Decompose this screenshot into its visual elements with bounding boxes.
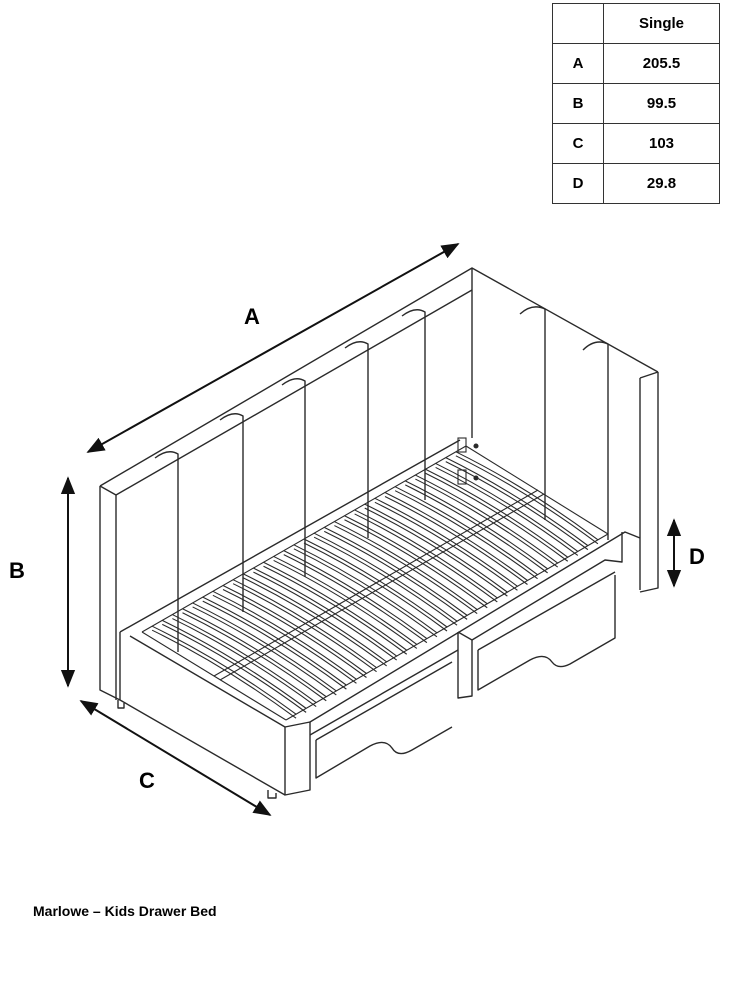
slat [232,579,377,669]
slat [425,472,569,562]
slat [354,513,498,603]
row-value: 29.8 [603,163,720,204]
slat [162,619,307,709]
slat [324,530,468,620]
slat [394,490,538,580]
slat [243,573,387,663]
slat [364,507,508,597]
slat [435,462,579,552]
slat [455,451,599,541]
slat [445,457,589,547]
slat [374,497,518,587]
table-header-empty [552,3,604,44]
dimension-label-c: C [139,768,155,793]
slat [405,484,548,574]
slat [151,625,297,715]
slat [435,466,579,556]
slat [313,532,458,622]
slat [243,577,387,667]
slat [303,542,448,632]
slat [405,480,548,570]
slat [313,536,458,626]
slat [455,455,599,545]
slat [263,561,408,651]
row-value: 103 [603,123,720,164]
slat [273,555,418,645]
slat [283,554,428,644]
slat [202,600,347,690]
slat [192,606,337,696]
slat [273,559,418,649]
slat [222,589,367,678]
slat [293,548,438,638]
slat [344,515,488,605]
slat-base [141,445,609,721]
slat [172,618,317,708]
slat [253,571,398,661]
table-row: B 99.5 [552,83,720,124]
slat [415,474,559,564]
slat [384,492,528,581]
slat [253,567,398,657]
slat [212,594,357,684]
bed-frame [99,267,659,799]
slat [192,602,337,692]
slat [293,544,438,634]
slat [151,629,297,719]
slat [232,583,377,673]
slat [324,526,468,616]
slat [354,509,498,599]
slat [344,519,488,609]
slat [222,585,367,674]
slat [212,590,357,680]
slat [263,565,408,655]
dimension-label-d: D [689,544,705,569]
slat [182,612,327,702]
dimension-label-b: B [9,558,25,583]
dimension-arrow-a [86,243,460,453]
slat [334,525,478,615]
slat [445,461,589,551]
table-row: D 29.8 [552,163,720,204]
dimension-arrow-c [79,700,272,816]
product-caption: Marlowe – Kids Drawer Bed [33,903,217,919]
bracket-hardware [457,437,479,485]
slat [384,496,528,585]
dimension-label-a: A [244,304,260,329]
slat [364,503,508,593]
slat [182,608,327,698]
table-row: C 103 [552,123,720,164]
slat [415,478,559,568]
slat [202,596,347,686]
slat [374,501,518,591]
slat [303,538,448,628]
row-key: D [552,163,604,204]
slat [425,468,569,558]
row-value: 99.5 [603,83,720,124]
row-value: 205.5 [603,43,720,84]
slat [172,614,317,704]
dimensions-table: Single A 205.5 B 99.5 C 103 D 29.8 [552,3,720,204]
slat [394,486,538,576]
slat [334,521,478,611]
slat [283,550,428,640]
